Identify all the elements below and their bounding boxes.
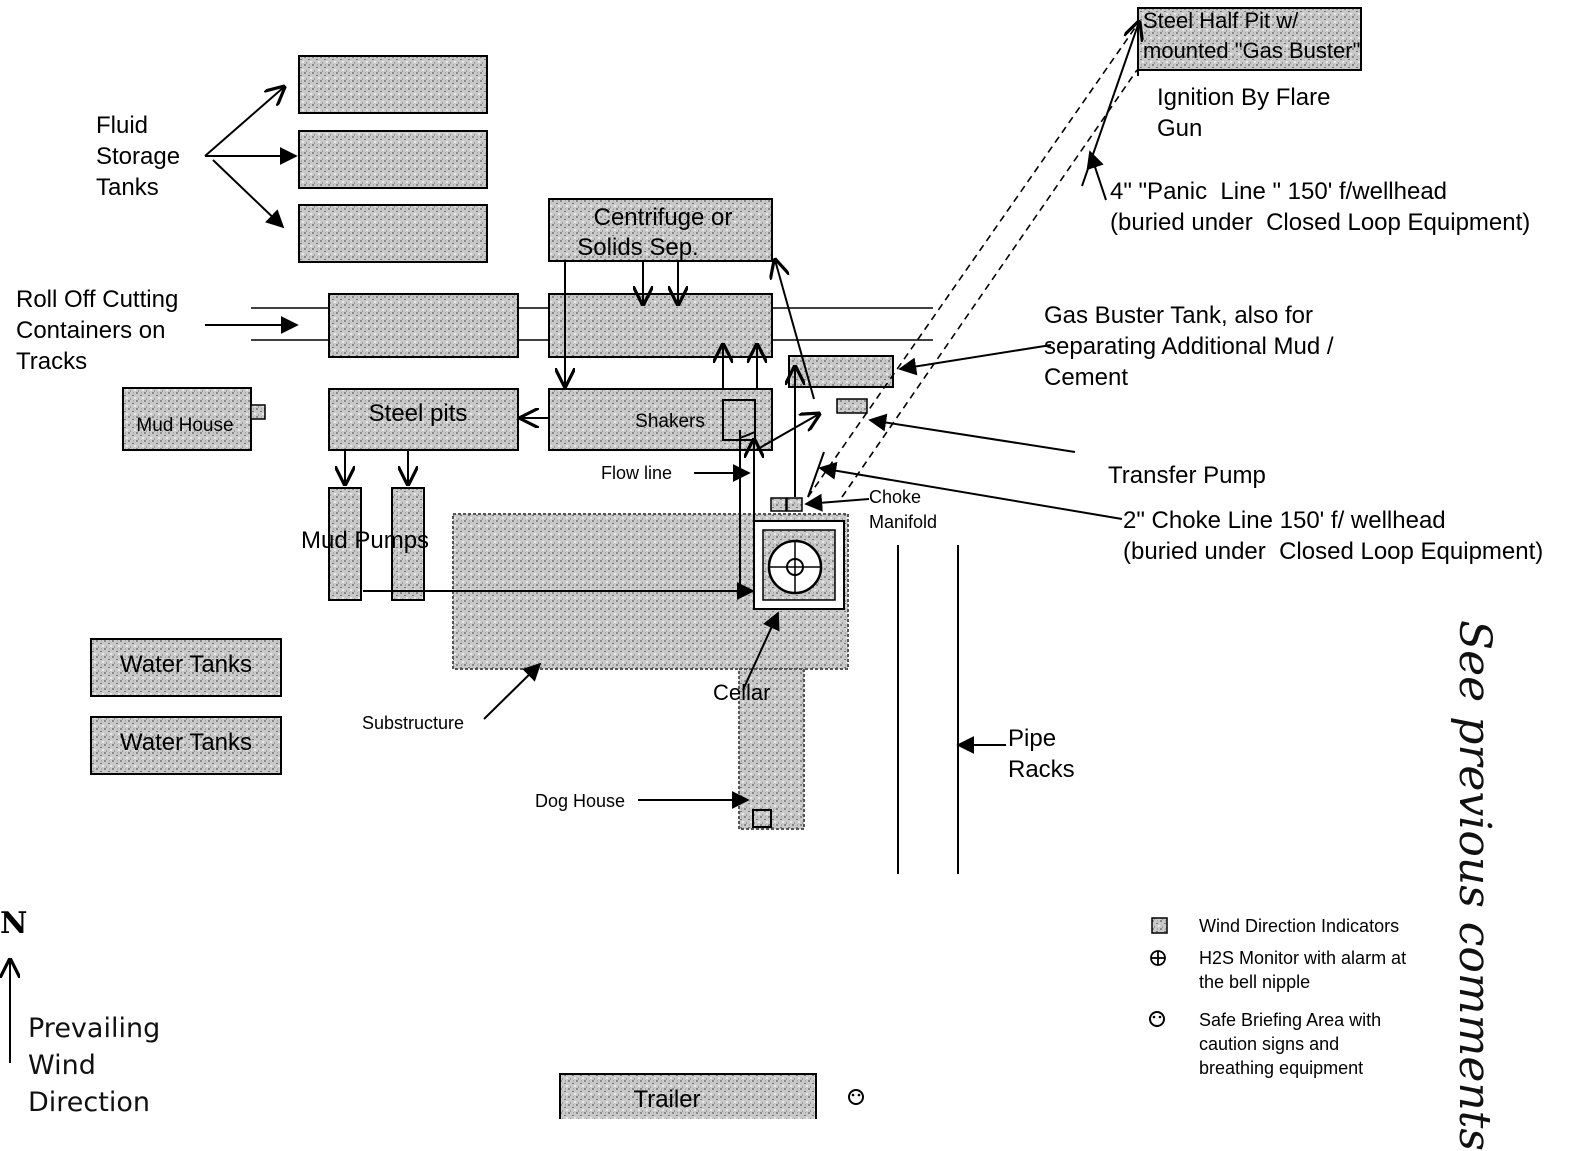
prevailing-wind-label: Prevailing Wind Direction: [28, 1013, 161, 1118]
gas-buster-tank-label: Gas Buster Tank, also for separating Add…: [1044, 302, 1334, 391]
flow-line-label: Flow line: [601, 463, 673, 483]
transfer-pump-label: Transfer Pump: [1108, 462, 1266, 489]
mud-house-annex: [250, 404, 266, 420]
cellar: [753, 520, 845, 610]
substructure-label: Substructure: [362, 713, 465, 733]
panic-and-choke-dashed-lines: [807, 24, 1138, 498]
ignition-label: Ignition By Flare Gun: [1157, 84, 1331, 142]
steel-pits-box: [328, 388, 519, 451]
steel-pits-to-pumps-arrows: [345, 450, 408, 484]
legend-safe-briefing-text: Safe Briefing Area with caution signs an…: [1199, 1010, 1382, 1078]
panic-line-pointer: [1086, 150, 1107, 201]
panic-line-arrow: [1081, 22, 1139, 187]
safe-briefing-area-icon: [848, 1089, 864, 1105]
callout-arrows: [483, 344, 1123, 809]
legend-h2s-monitor-icon: [1150, 950, 1166, 966]
fluid-storage-arrows: [204, 87, 298, 229]
steel-half-pit-label-1: Steel Half Pit w/: [1143, 8, 1299, 33]
roll-off-label: Roll Off Cutting Containers on Tracks: [16, 286, 179, 375]
centrifuge-box: [548, 198, 773, 262]
choke-manifold-label: Choke Manifold: [869, 487, 938, 532]
legend-safe-briefing-icon: [1149, 1011, 1165, 1027]
centrifuge-label-2: Solids Sep.: [577, 234, 698, 261]
mud-pumps-label: Mud Pumps: [301, 527, 430, 554]
water-tanks: [90, 638, 282, 775]
pipe-racks-label: Pipe Racks: [1008, 725, 1075, 783]
fluid-storage-tanks: [298, 55, 488, 263]
mud-house-label: Mud House: [136, 415, 233, 436]
trailer-label: Trailer: [633, 1086, 700, 1113]
roll-off-containers: [328, 293, 773, 358]
legend-h2s-monitor-text: H2S Monitor with alarm at the bell nippl…: [1199, 948, 1407, 992]
transfer-pump-box: [836, 398, 868, 414]
shakers-label: Shakers: [635, 411, 705, 432]
centrifuge-label-1: Centrifuge or: [594, 204, 733, 231]
gas-buster-tank-box: [788, 355, 894, 388]
rig-layout-diagram: Centrifuge or Solids Sep. Shakers Steel …: [0, 7, 1362, 1119]
fluid-storage-label: Fluid Storage Tanks: [96, 112, 181, 201]
dog-house-label: Dog House: [535, 791, 626, 811]
steel-half-pit-box: [1137, 7, 1362, 71]
choke-manifold: [770, 497, 803, 512]
panic-line-label: 4" "Panic Line " 150' f/wellhead (buried…: [1110, 178, 1531, 236]
mud-pumps: [328, 487, 425, 601]
legend-wind-indicator-text: Wind Direction Indicators: [1199, 916, 1400, 936]
water-tanks-label-2: Water Tanks: [120, 729, 252, 756]
pipe-racks: [897, 545, 959, 874]
choke-line-label: 2" Choke Line 150' f/ wellhead (buried u…: [1123, 507, 1544, 565]
cellar-label: Cellar: [713, 680, 771, 705]
handwritten-note: See previous comments: [1449, 620, 1500, 1151]
steel-half-pit-label-2: mounted "Gas Buster": [1143, 38, 1360, 63]
steel-pits-label: Steel pits: [369, 400, 468, 427]
water-tanks-label-1: Water Tanks: [120, 651, 252, 678]
process-flow-arrows: [363, 260, 825, 600]
trailer-box: [559, 1073, 817, 1119]
legend-wind-indicator-icon: [1151, 917, 1168, 934]
north-label: N: [0, 906, 28, 941]
